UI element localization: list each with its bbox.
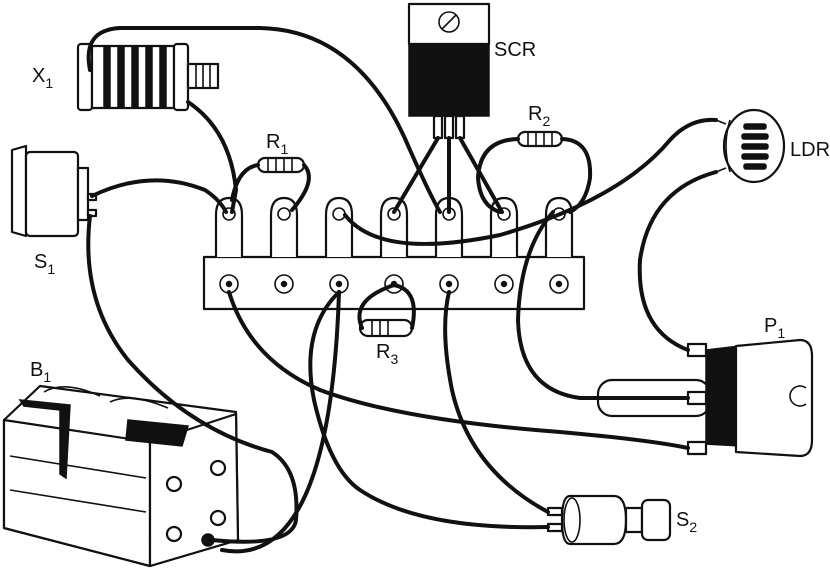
resistor-r2-icon xyxy=(516,130,564,148)
resistor-r1-icon xyxy=(256,156,306,174)
label-r3: R3 xyxy=(376,341,398,367)
resistor-r3-icon xyxy=(358,318,414,338)
component-labels: SCR X1 S1 R1 R2 R3 LDR P1 B1 S2 xyxy=(30,39,830,535)
label-p1: P1 xyxy=(764,315,785,341)
buzzer-coil-icon xyxy=(76,42,220,112)
wires xyxy=(86,26,718,554)
label-r1: R1 xyxy=(266,131,288,157)
rocker-switch-icon xyxy=(10,144,98,238)
label-scr: SCR xyxy=(494,39,536,61)
scr-icon xyxy=(392,2,504,214)
pushbutton-icon xyxy=(546,494,672,546)
battery-holder-icon xyxy=(2,384,240,568)
label-r2: R2 xyxy=(528,103,550,129)
label-ldr: LDR xyxy=(790,139,830,161)
label-b1: B1 xyxy=(30,359,51,385)
terminal-strip xyxy=(202,196,586,311)
photoresistor-icon xyxy=(715,108,786,184)
label-s2: S2 xyxy=(676,509,697,535)
label-x1: X1 xyxy=(32,65,53,91)
label-s1: S1 xyxy=(34,251,55,277)
